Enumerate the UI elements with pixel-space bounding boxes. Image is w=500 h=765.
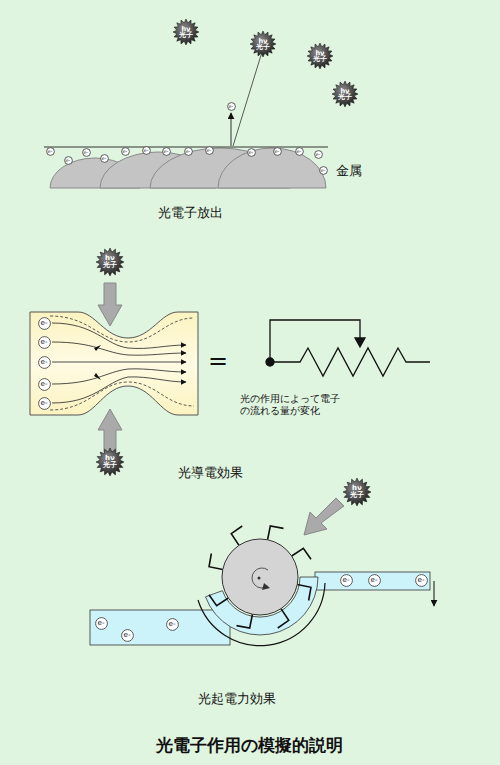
electron-label: e- <box>207 148 212 153</box>
electron-label: e- <box>144 148 149 153</box>
semiconductor <box>30 312 198 415</box>
paddle <box>209 595 228 606</box>
electron: e- <box>205 146 214 155</box>
electron: e- <box>38 356 51 369</box>
electron-label: e- <box>164 149 169 154</box>
electron-label: e- <box>48 149 53 154</box>
paddle <box>278 609 289 628</box>
electron: e- <box>314 150 323 159</box>
electron: e- <box>295 147 304 156</box>
electron: e- <box>368 574 381 587</box>
water-wheel <box>222 539 298 615</box>
paddle <box>297 585 311 601</box>
output-arrow <box>434 581 435 606</box>
electron: e- <box>95 617 108 630</box>
electron: e- <box>142 146 151 155</box>
electron-label: e- <box>418 576 425 583</box>
wheel-axle <box>258 577 261 580</box>
electron: e- <box>38 378 51 391</box>
photon: hν 光子 <box>96 448 124 476</box>
photon-label: hν 光子 <box>349 485 364 499</box>
electron-label: e- <box>41 338 48 345</box>
note: 光の作用によって電子の流れる量が変化 <box>240 393 344 417</box>
electron-label: e- <box>102 156 107 161</box>
photon: hν 光子 <box>173 19 199 45</box>
photon: hν 光子 <box>96 248 124 276</box>
photon-label: hν 光子 <box>102 255 117 269</box>
electron-label: e- <box>297 149 302 154</box>
electron: e- <box>166 618 179 631</box>
title: 光電子作用の模擬的説明 <box>156 735 343 756</box>
electron-label: e- <box>84 150 89 155</box>
caption: 光起電力効果 <box>198 691 276 707</box>
electron-label: e- <box>66 158 71 163</box>
paddle <box>292 548 311 559</box>
paddle <box>231 526 242 545</box>
flow-arrowheads <box>94 345 101 380</box>
metal <box>50 148 326 188</box>
electron: e- <box>64 156 73 165</box>
light-arrow <box>304 498 344 535</box>
electron-label: e- <box>41 380 48 387</box>
electron: e- <box>227 102 236 111</box>
electron-label: e- <box>229 104 234 109</box>
emission-arrow <box>231 113 232 146</box>
electron-label: e- <box>249 150 254 155</box>
electron: e- <box>319 166 328 175</box>
electron: e- <box>82 148 91 157</box>
electron: e- <box>162 147 171 156</box>
flow-lines <box>52 323 186 403</box>
photon-label: hν 光子 <box>179 26 193 39</box>
paddle <box>209 554 223 570</box>
light-ray <box>233 52 262 146</box>
electron: e- <box>184 147 193 156</box>
photon: hν 光子 <box>332 81 358 107</box>
photon-label: hν 光子 <box>313 50 327 63</box>
photon-label: hν 光子 <box>338 88 352 101</box>
electron-label: e- <box>123 149 128 154</box>
paddle <box>268 526 284 540</box>
photon: hν 光子 <box>343 478 371 506</box>
electron: e- <box>38 397 51 410</box>
electron-label: e- <box>186 149 191 154</box>
electron-label: e- <box>41 319 48 326</box>
electron-label: e- <box>316 152 321 157</box>
paddles <box>209 526 311 628</box>
electron: e- <box>46 147 55 156</box>
electron: e- <box>121 629 134 642</box>
electron-label: e- <box>41 358 48 365</box>
electron: e- <box>38 336 51 349</box>
caption: 光電子放出 <box>158 205 223 221</box>
rotation-arrowhead <box>262 583 270 590</box>
electron-label: e- <box>98 619 105 626</box>
metal-label: 金属 <box>336 163 362 179</box>
depletion-boundary <box>50 316 194 410</box>
electron: e- <box>247 148 256 157</box>
variable-resistor <box>266 320 430 376</box>
electron: e- <box>100 154 109 163</box>
photon: hν 光子 <box>307 43 333 69</box>
photon: hν 光子 <box>250 31 276 57</box>
electron-label: e- <box>275 149 280 154</box>
electron: e- <box>415 574 428 587</box>
electron-label: e- <box>124 631 131 638</box>
electron: e- <box>121 147 130 156</box>
electron-label: e- <box>371 576 378 583</box>
caption: 光導電効果 <box>178 465 243 481</box>
photon-label: hν 光子 <box>256 38 270 51</box>
paddle <box>237 614 253 628</box>
electron: e- <box>38 317 51 330</box>
electron-label: e- <box>41 399 48 406</box>
light-arrow <box>98 409 122 452</box>
electron: e- <box>340 574 353 587</box>
light-arrow <box>98 283 122 326</box>
electron-label: e- <box>169 620 176 627</box>
photon-label: hν 光子 <box>102 455 117 469</box>
equals-sign: = <box>208 346 228 376</box>
electron-label: e- <box>343 576 350 583</box>
electron-label: e- <box>321 168 326 173</box>
electron: e- <box>273 147 282 156</box>
